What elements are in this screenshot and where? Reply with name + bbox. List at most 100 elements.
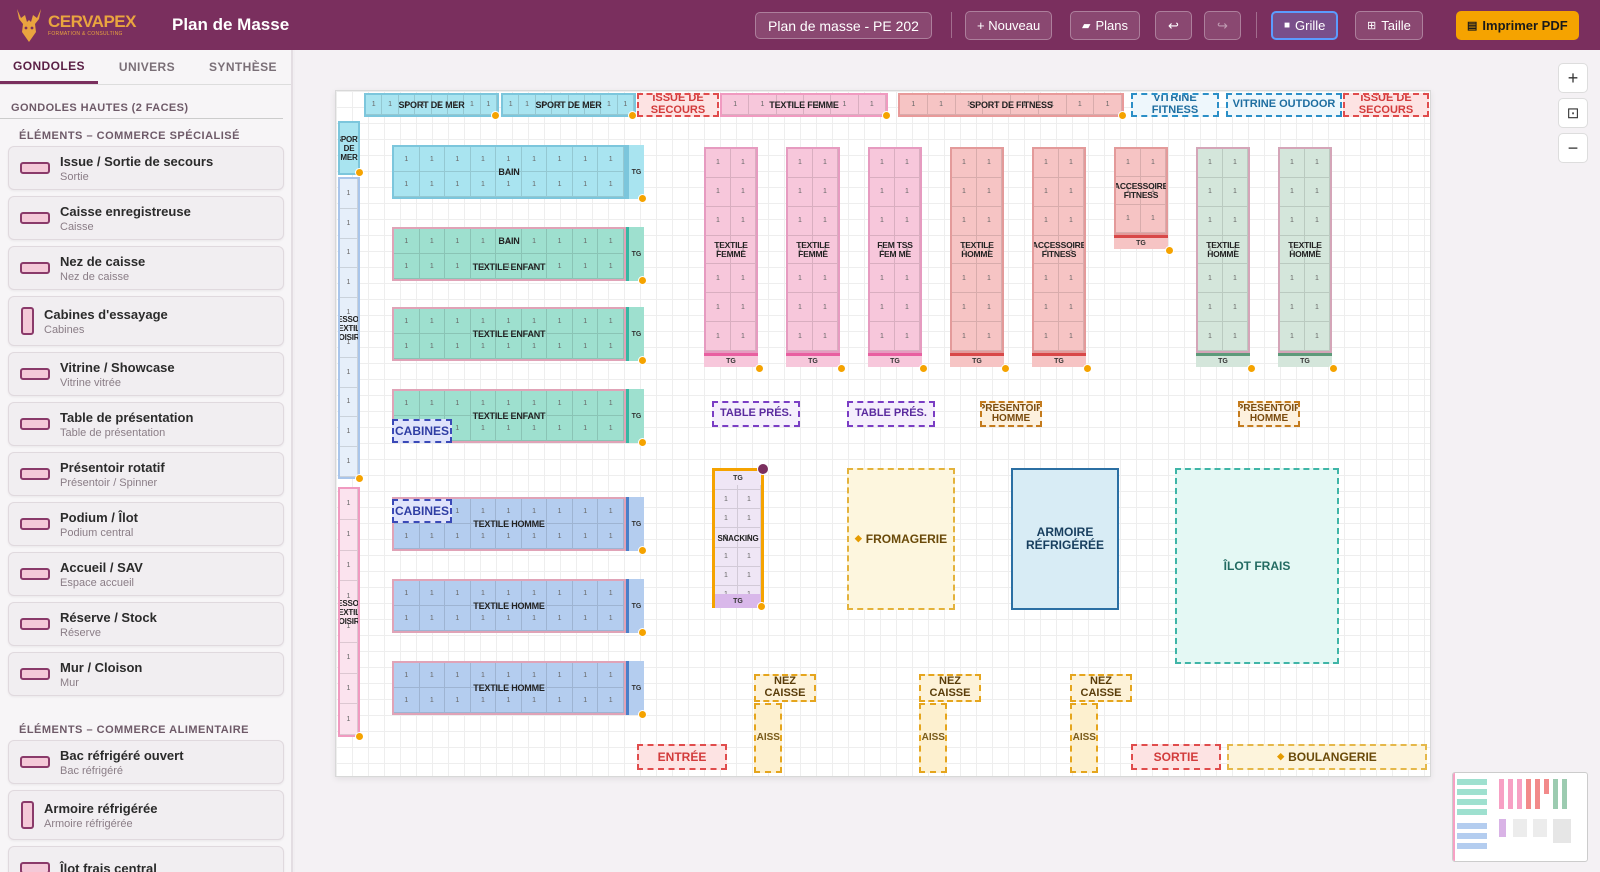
tete-de-gondole[interactable]: TG [626,145,644,199]
fitting-rooms[interactable]: CABINES [392,419,452,443]
resize-handle[interactable] [1118,111,1127,120]
minimap[interactable] [1452,772,1588,862]
tete-de-gondole[interactable]: TG [626,579,644,633]
tete-de-gondole[interactable]: TG [786,353,840,367]
zone-armoire[interactable]: ARMOIRE RÉFRIGÉRÉE [1011,468,1119,610]
tab-synthese[interactable]: SYNTHÈSE [209,60,277,74]
tete-de-gondole[interactable]: TG [626,307,644,361]
tete-de-gondole[interactable]: TG [1032,353,1086,367]
group-gondoles-hautes[interactable]: GONDOLES HAUTES (2 FACES) [0,93,283,119]
presentoir-rotatif[interactable]: PRÉSENTOIR HOMME [1238,401,1300,427]
resize-handle[interactable] [1247,364,1256,373]
tab-univers[interactable]: UNIVERS [118,60,176,74]
zoom-in-button[interactable]: + [1558,63,1588,93]
tete-de-gondole[interactable]: TG [950,353,1004,367]
tete-de-gondole[interactable]: TG [626,497,644,551]
resize-handle[interactable] [1001,364,1010,373]
resize-handle[interactable] [638,546,647,555]
zoom-out-button[interactable]: − [1558,133,1588,163]
vitrine[interactable]: VITRINE FITNESS [1131,93,1219,117]
presentoir-rotatif[interactable]: PRÉSENTOIR HOMME [980,401,1042,427]
plan-name-field[interactable]: Plan de masse - PE 202 [755,12,932,39]
resize-handle[interactable] [837,364,846,373]
brand-logo[interactable]: CERVAPEX FORMATION & CONSULTING [12,6,142,44]
resize-handle[interactable] [1083,364,1092,373]
tete-de-gondole[interactable]: TG [626,389,644,443]
nez-de-caisse[interactable]: NEZ CAISSE [754,674,816,702]
tete-de-gondole[interactable]: TG [1114,235,1168,249]
delete-handle[interactable] [757,463,769,475]
resize-handle[interactable] [638,276,647,285]
undo-button[interactable]: ↩ [1155,11,1192,40]
resize-handle[interactable] [638,628,647,637]
tete-de-gondole[interactable]: TG [868,353,922,367]
exit[interactable]: SORTIE [1131,744,1221,770]
checkout[interactable]: CAISSE [919,703,947,773]
resize-handle[interactable] [755,364,764,373]
resize-handle[interactable] [638,194,647,203]
fit-view-button[interactable]: ⊡ [1558,98,1588,128]
zone-boulangerie[interactable]: ◆BOULANGERIE [1227,744,1427,770]
plans-button[interactable]: ▰ Plans [1070,11,1140,40]
tete-de-gondole[interactable]: TG [626,661,644,715]
emergency-exit[interactable]: ISSUE DE SECOURS [1343,93,1429,117]
tete-de-gondole[interactable]: TG [1196,353,1250,367]
gondola[interactable]: SPORT DE MER [338,121,360,175]
tete-de-gondole[interactable]: TG [626,227,644,281]
checkout[interactable]: CAISSE [1070,703,1098,773]
resize-handle[interactable] [355,732,364,741]
palette-item[interactable]: Îlot frais central [8,846,284,872]
print-pdf-button[interactable]: ▤ Imprimer PDF [1456,11,1579,40]
presentation-table[interactable]: TABLE PRÉS. [712,401,800,427]
resize-handle[interactable] [638,710,647,719]
tab-gondoles[interactable]: GONDOLES [0,50,98,84]
presentation-table[interactable]: TABLE PRÉS. [847,401,935,427]
vitrine[interactable]: VITRINE OUTDOOR [1226,93,1342,117]
tete-de-gondole[interactable]: TG [704,353,758,367]
resize-handle[interactable] [491,111,500,120]
new-plan-button[interactable]: + Nouveau [965,11,1053,40]
nez-de-caisse[interactable]: NEZ CAISSE [1070,674,1132,702]
resize-handle[interactable] [1329,364,1338,373]
grid-toggle-button[interactable]: ■ Grille [1271,11,1339,40]
checkout[interactable]: CAISSE [754,703,782,773]
resize-handle[interactable] [638,438,647,447]
resize-handle[interactable] [628,111,637,120]
zone-ilot-frais[interactable]: ÎLOT FRAIS [1175,468,1339,664]
resize-handle[interactable] [355,474,364,483]
selected-gondola[interactable]: 11111111111111SNACKING [712,468,764,608]
emergency-exit[interactable]: ISSUE DE SECOURS [637,93,719,117]
tete-de-gondole[interactable]: TG [715,471,761,485]
size-button[interactable]: ⊞ Taille [1355,11,1423,40]
nez-de-caisse[interactable]: NEZ CAISSE [919,674,981,702]
